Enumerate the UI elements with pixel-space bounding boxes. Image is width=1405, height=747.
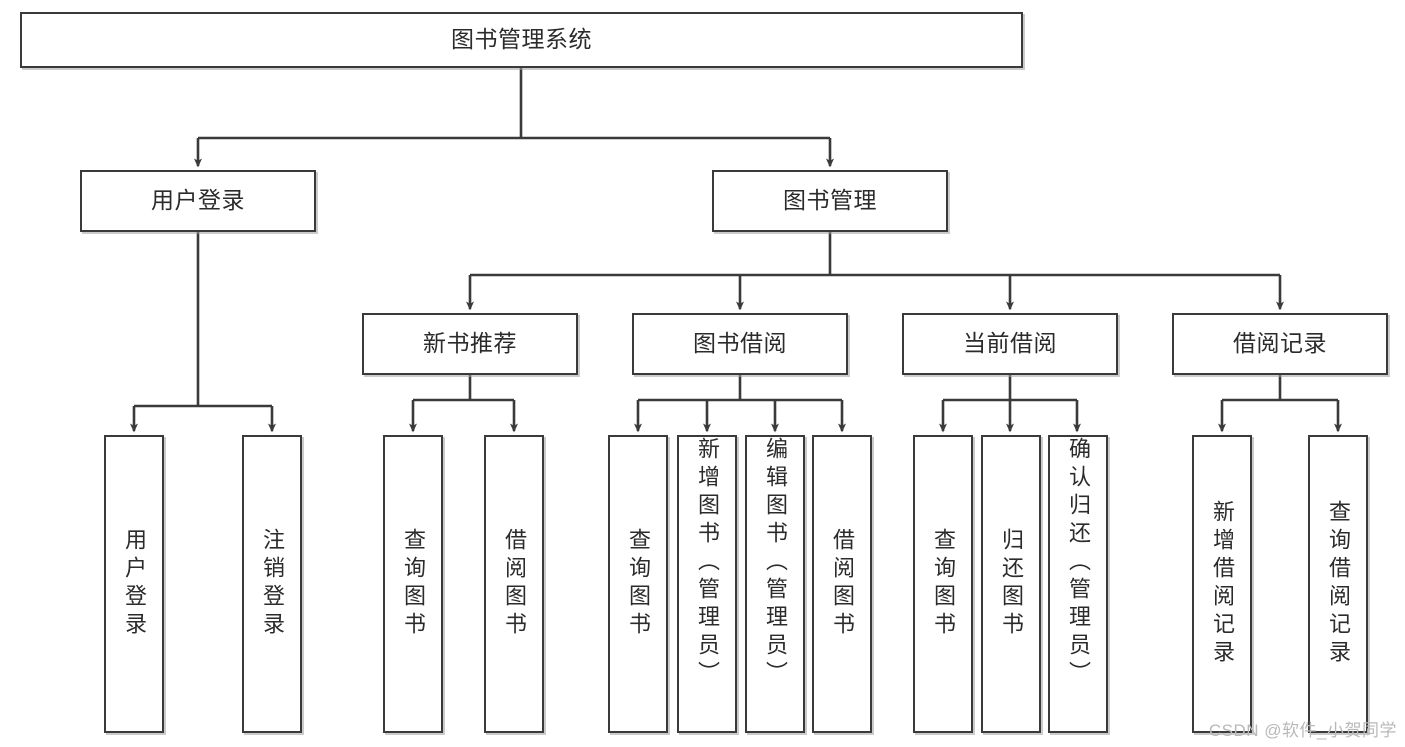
leaf-label: 新增图书（管理员） <box>695 437 720 689</box>
node-root[interactable]: 图书管理系统 <box>20 12 1023 68</box>
watermark-text: CSDN @软件_小贺同学 <box>1208 721 1397 740</box>
leaf-record-add-record[interactable]: 新增借阅记录 <box>1192 435 1252 733</box>
leaf-label: 查询图书 <box>626 528 651 640</box>
node-borrow-record-label: 借阅记录 <box>1233 330 1327 357</box>
node-user-login[interactable]: 用户登录 <box>80 170 316 232</box>
leaf-recommend-query-book[interactable]: 查询图书 <box>383 435 443 733</box>
node-current-borrow[interactable]: 当前借阅 <box>902 313 1118 375</box>
node-book-borrow[interactable]: 图书借阅 <box>632 313 848 375</box>
node-user-login-label: 用户登录 <box>151 187 245 214</box>
leaf-borrow-add-book-admin[interactable]: 新增图书（管理员） <box>677 435 737 733</box>
leaf-current-return-book[interactable]: 归还图书 <box>981 435 1041 733</box>
leaf-record-query-record[interactable]: 查询借阅记录 <box>1308 435 1368 733</box>
node-current-borrow-label: 当前借阅 <box>963 330 1057 357</box>
leaf-label: 借阅图书 <box>502 528 527 640</box>
leaf-user-login-logout[interactable]: 注销登录 <box>242 435 302 733</box>
node-root-label: 图书管理系统 <box>451 26 592 53</box>
leaf-current-confirm-return-admin[interactable]: 确认归还（管理员） <box>1048 435 1108 733</box>
leaf-label: 确认归还（管理员） <box>1066 437 1091 689</box>
node-new-book-recommend-label: 新书推荐 <box>423 330 517 357</box>
leaf-label: 查询借阅记录 <box>1326 500 1351 668</box>
leaf-user-login-login[interactable]: 用户登录 <box>104 435 164 733</box>
node-borrow-record[interactable]: 借阅记录 <box>1172 313 1388 375</box>
node-book-borrow-label: 图书借阅 <box>693 330 787 357</box>
leaf-label: 用户登录 <box>122 528 147 640</box>
leaf-label: 新增借阅记录 <box>1210 500 1235 668</box>
leaf-label: 查询图书 <box>931 528 956 640</box>
leaf-current-query-book[interactable]: 查询图书 <box>913 435 973 733</box>
leaf-borrow-borrow-book[interactable]: 借阅图书 <box>812 435 872 733</box>
leaf-label: 注销登录 <box>260 528 285 640</box>
leaf-label: 借阅图书 <box>830 528 855 640</box>
leaf-label: 查询图书 <box>401 528 426 640</box>
leaf-recommend-borrow-book[interactable]: 借阅图书 <box>484 435 544 733</box>
node-book-management-label: 图书管理 <box>783 187 877 214</box>
leaf-borrow-edit-book-admin[interactable]: 编辑图书（管理员） <box>745 435 805 733</box>
node-new-book-recommend[interactable]: 新书推荐 <box>362 313 578 375</box>
node-book-management[interactable]: 图书管理 <box>712 170 948 232</box>
leaf-label: 归还图书 <box>999 528 1024 640</box>
leaf-label: 编辑图书（管理员） <box>763 437 788 689</box>
leaf-borrow-query-book[interactable]: 查询图书 <box>608 435 668 733</box>
